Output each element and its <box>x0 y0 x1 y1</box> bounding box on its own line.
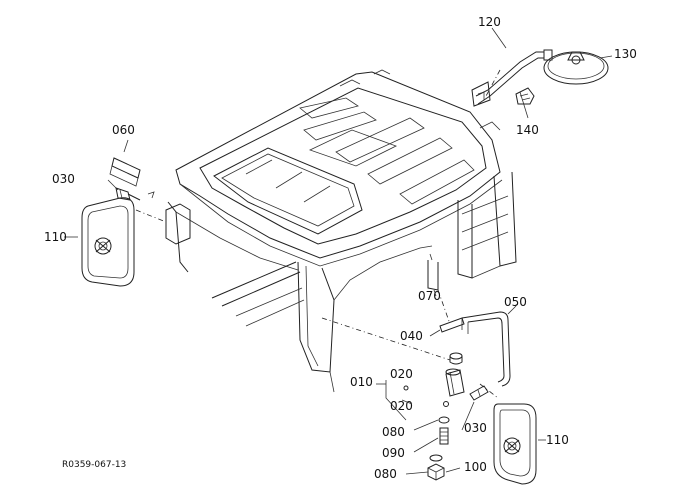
mirror-bracket-010 <box>403 352 465 407</box>
label-120: 120 <box>478 15 501 29</box>
spacer-left <box>109 157 155 199</box>
mirror-right <box>493 403 537 485</box>
label-070: 070 <box>418 289 441 303</box>
label-140: 140 <box>516 123 539 137</box>
mirror-rear <box>543 51 609 85</box>
label-010: 010 <box>350 375 373 389</box>
mirror-stay-rear <box>471 49 553 107</box>
document-id: R0359-067-13 <box>62 460 126 470</box>
mirror-left <box>81 197 135 287</box>
mirror-bolt-left <box>115 187 141 201</box>
mirror-stay-right <box>461 311 511 387</box>
label-130: 130 <box>614 47 637 61</box>
mirror-knob-rear <box>515 87 535 105</box>
label-110-left: 110 <box>44 230 67 244</box>
label-080-upper: 080 <box>382 425 405 439</box>
label-020-upper: 020 <box>390 367 413 381</box>
label-leaders <box>401 289 475 475</box>
label-030-left: 030 <box>52 172 75 186</box>
bolt-030-right <box>469 385 489 401</box>
label-020-lower: 020 <box>390 399 413 413</box>
label-110-right: 110 <box>546 433 569 447</box>
label-080-lower: 080 <box>374 467 397 481</box>
label-060: 060 <box>112 123 135 137</box>
part-labels: 060 030 110 120 130 140 070 050 040 020 … <box>44 15 637 481</box>
label-050: 050 <box>504 295 527 309</box>
label-040: 040 <box>400 329 423 343</box>
label-090: 090 <box>382 446 405 460</box>
cab-frame <box>165 69 517 393</box>
stack-080-090-100 <box>427 416 450 481</box>
label-100: 100 <box>464 460 487 474</box>
label-030-right: 030 <box>464 421 487 435</box>
pin-040 <box>439 317 465 333</box>
